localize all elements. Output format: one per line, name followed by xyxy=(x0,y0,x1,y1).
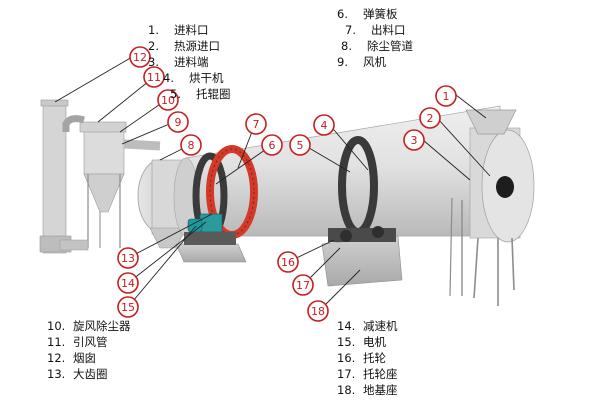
callout-9: 9 xyxy=(167,111,189,133)
callout-17: 17 xyxy=(292,274,314,296)
foundation-left xyxy=(175,232,247,263)
legend-item: 15电机 xyxy=(337,334,398,350)
svg-text:16: 16 xyxy=(281,256,295,269)
callout-1: 1 xyxy=(435,85,457,107)
callout-7: 7 xyxy=(245,113,267,135)
legend-item: 6弹簧板 xyxy=(337,6,413,22)
svg-text:1: 1 xyxy=(443,90,450,103)
callout-8: 8 xyxy=(180,134,202,156)
dust-removal-duct xyxy=(123,139,161,151)
callout-13: 13 xyxy=(117,247,139,269)
legend-item: 1进料口 xyxy=(148,22,231,38)
feed-inlet-hopper xyxy=(465,109,517,135)
callout-15: 15 xyxy=(117,296,139,318)
legend-item: 2热源进口 xyxy=(148,38,231,54)
svg-text:18: 18 xyxy=(311,305,325,318)
svg-text:9: 9 xyxy=(175,116,182,129)
svg-text:12: 12 xyxy=(133,51,147,64)
legend-item: 5托辊圈 xyxy=(148,86,231,102)
foundation-right xyxy=(321,226,403,287)
legend-item: 17托轮座 xyxy=(337,366,398,382)
legend-item: 14减速机 xyxy=(337,318,398,334)
svg-text:13: 13 xyxy=(121,252,135,265)
svg-text:8: 8 xyxy=(188,139,195,152)
svg-text:4: 4 xyxy=(321,119,328,132)
cyclone-dust-collector xyxy=(79,121,127,248)
svg-text:3: 3 xyxy=(411,134,418,147)
legend-item: 11引风管 xyxy=(47,334,131,350)
induced-draft-duct xyxy=(59,115,89,251)
legend-item: 7出料口 xyxy=(337,22,413,38)
reducer xyxy=(199,213,223,233)
legend-item: 13大齿圈 xyxy=(47,366,131,382)
svg-text:15: 15 xyxy=(121,301,135,314)
svg-text:7: 7 xyxy=(253,118,260,131)
callout-6: 6 xyxy=(261,134,283,156)
legend-item: 4烘干机 xyxy=(148,70,231,86)
legend-item: 9风机 xyxy=(337,54,413,70)
legend-item: 16托轮 xyxy=(337,350,398,366)
legend-item: 12烟囱 xyxy=(47,350,131,366)
svg-text:2: 2 xyxy=(427,112,434,125)
legend-top-left: 1进料口 2热源进口 3进料端 4烘干机 5托辊圈 xyxy=(148,22,231,102)
svg-text:14: 14 xyxy=(121,277,135,290)
legend-bottom-left: 10旋风除尘器 11引风管 12烟囱 13大齿圈 xyxy=(47,318,131,382)
svg-text:17: 17 xyxy=(296,279,310,292)
legend-bottom-right: 14减速机 15电机 16托轮 17托轮座 18地基座 xyxy=(337,318,398,398)
legend-top-right: 6弹簧板 7出料口 8除尘管道 9风机 xyxy=(337,6,413,70)
feed-end-hood xyxy=(449,127,535,306)
svg-text:5: 5 xyxy=(297,139,304,152)
callout-4: 4 xyxy=(313,114,335,136)
callout-11: 11 xyxy=(143,66,165,88)
svg-text:11: 11 xyxy=(147,71,161,84)
legend-item: 18地基座 xyxy=(337,382,398,398)
svg-text:6: 6 xyxy=(269,139,276,152)
callout-2: 2 xyxy=(419,107,441,129)
callout-3: 3 xyxy=(403,129,425,151)
callout-18: 18 xyxy=(307,300,329,322)
callout-16: 16 xyxy=(277,251,299,273)
legend-item: 10旋风除尘器 xyxy=(47,318,131,334)
callout-12: 12 xyxy=(129,46,151,68)
legend-item: 3进料端 xyxy=(148,54,231,70)
callout-5: 5 xyxy=(289,134,311,156)
callout-14: 14 xyxy=(117,272,139,294)
legend-item: 8除尘管道 xyxy=(337,38,413,54)
